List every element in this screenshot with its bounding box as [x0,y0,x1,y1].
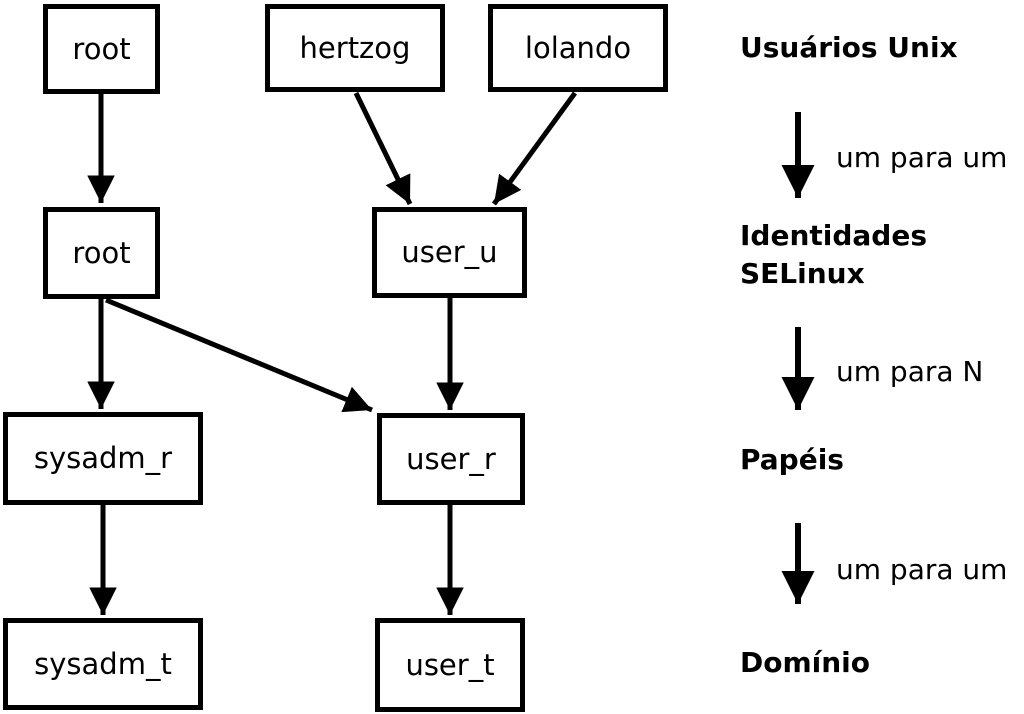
node-domain-user_t: user_t [375,618,525,712]
legend-title-identidades-selinux: Identidades SELinux [740,219,928,290]
node-unix-root: root [43,4,160,94]
node-label: root [72,31,131,66]
node-selinux-user_u: user_u [372,207,527,298]
legend-title-papeis: Papéis [740,443,844,476]
node-label: user_t [405,647,495,682]
node-unix-lolando: lolando [488,4,668,92]
legend-note-um-para-um-2: um para um [836,553,1008,586]
legend-title-usuarios-unix: Usuários Unix [740,31,958,64]
node-label: sysadm_r [33,441,173,475]
node-unix-hertzog: hertzog [265,4,445,92]
node-selinux-root: root [43,207,160,299]
node-label: sysadm_t [34,646,172,681]
node-label: root [72,235,131,270]
legend-note-um-para-n: um para N [836,355,984,388]
legend-note-um-para-um-1: um para um [836,141,1008,174]
node-domain-sysadm_t: sysadm_t [3,618,203,710]
edge-selinux-root-to-user_r [105,297,373,413]
node-label: user_r [406,441,496,476]
node-label: lolando [524,30,632,65]
node-role-user_r: user_r [377,413,525,505]
edge-hertzog-to-user_u [353,91,413,206]
node-role-sysadm_r: sysadm_r [3,412,203,505]
edge-lolando-to-user_u [491,91,578,206]
legend-title-dominio: Domínio [740,646,871,679]
node-label: user_u [401,235,498,269]
node-label: hertzog [299,30,411,65]
